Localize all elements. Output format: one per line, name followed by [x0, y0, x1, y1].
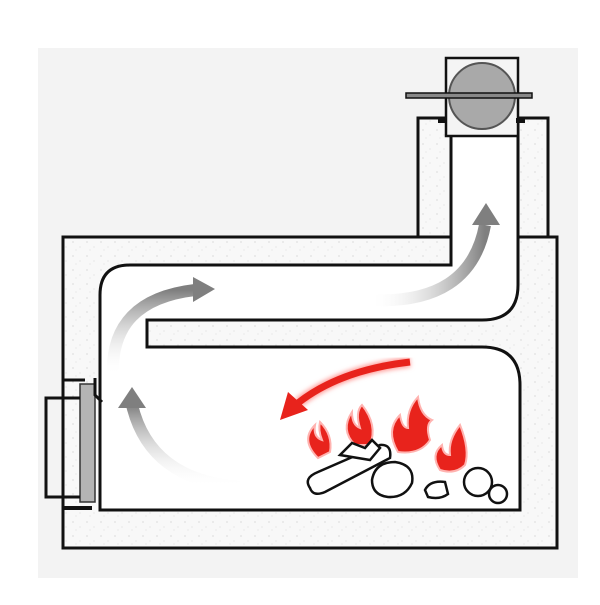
door-icon[interactable]	[44, 378, 104, 510]
airflow-arrow-icon	[106, 277, 215, 376]
damper-icon[interactable]	[405, 56, 533, 138]
airflow-arrow-icon	[369, 203, 500, 307]
firewood-icon	[306, 438, 509, 505]
airflow-arrow-icon	[118, 387, 241, 493]
heat-flow-arrow-icon	[280, 357, 411, 420]
flame-icon	[307, 394, 468, 473]
